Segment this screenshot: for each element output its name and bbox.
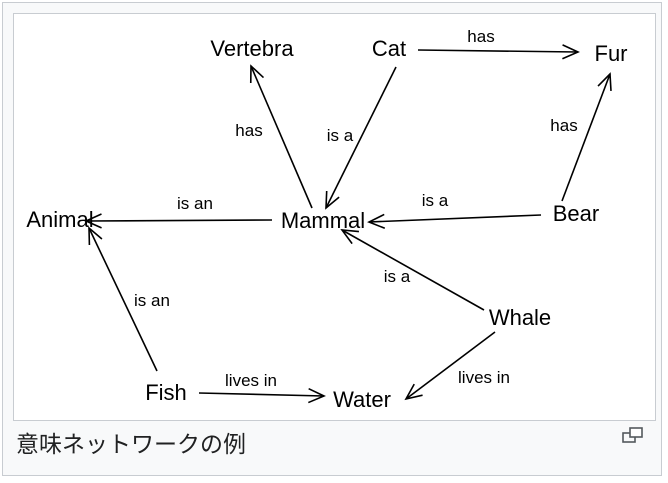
figure-caption: 意味ネットワークの例: [16, 432, 246, 458]
edge-label: is an: [134, 291, 170, 310]
arrowhead: [562, 44, 580, 60]
node-water: Water: [333, 387, 391, 412]
arrowhead: [325, 190, 340, 210]
edge-line: [85, 219, 273, 222]
edge-label: is a: [422, 191, 449, 210]
edge-mammal-animal: is an: [84, 194, 273, 229]
arrowhead: [367, 213, 386, 230]
edge-whale-water: lives in: [404, 331, 510, 401]
edge-line: [405, 331, 496, 400]
edge-line: [250, 65, 313, 209]
edge-fish-animal: is an: [88, 226, 170, 372]
edge-line: [368, 214, 542, 223]
arrowhead: [340, 229, 360, 245]
edge-label: lives in: [225, 371, 277, 390]
node-vertebra: Vertebra: [210, 36, 294, 61]
edge-bear-mammal: is a: [367, 191, 542, 230]
node-fur: Fur: [595, 41, 628, 66]
node-fish: Fish: [145, 380, 187, 405]
diagram-area: [13, 13, 656, 421]
edge-bear-fur: has: [550, 72, 612, 202]
edge-mammal-vertebra: has: [235, 64, 313, 209]
arrowhead: [404, 383, 423, 401]
edge-label: lives in: [458, 368, 510, 387]
arrowhead: [88, 226, 103, 246]
edge-cat-mammal: is a: [325, 66, 397, 210]
node-mammal: Mammal: [281, 208, 365, 233]
arrowhead: [249, 64, 265, 84]
edge-line: [417, 49, 579, 53]
node-bear: Bear: [553, 201, 599, 226]
edge-line: [341, 229, 485, 311]
edge-line: [325, 66, 397, 209]
edge-whale-mammal: is a: [340, 229, 485, 311]
edge-line: [88, 227, 158, 372]
figure-frame: [2, 2, 662, 476]
edge-line: [561, 73, 611, 202]
edge-label: is a: [327, 126, 354, 145]
magnify-clip-icon[interactable]: [622, 426, 644, 444]
edge-line: [198, 392, 325, 397]
arrowhead: [84, 213, 102, 229]
edge-cat-fur: has: [417, 27, 580, 60]
arrowhead: [597, 72, 612, 92]
edge-label: is a: [384, 267, 411, 286]
arrowhead: [308, 387, 326, 404]
edge-label: has: [467, 27, 494, 46]
edge-fish-water: lives in: [198, 371, 326, 404]
edge-label: has: [550, 116, 577, 135]
node-whale: Whale: [489, 305, 551, 330]
node-cat: Cat: [372, 36, 406, 61]
edge-label: has: [235, 121, 262, 140]
node-animal: Animal: [26, 207, 93, 232]
edge-label: is an: [177, 194, 213, 213]
